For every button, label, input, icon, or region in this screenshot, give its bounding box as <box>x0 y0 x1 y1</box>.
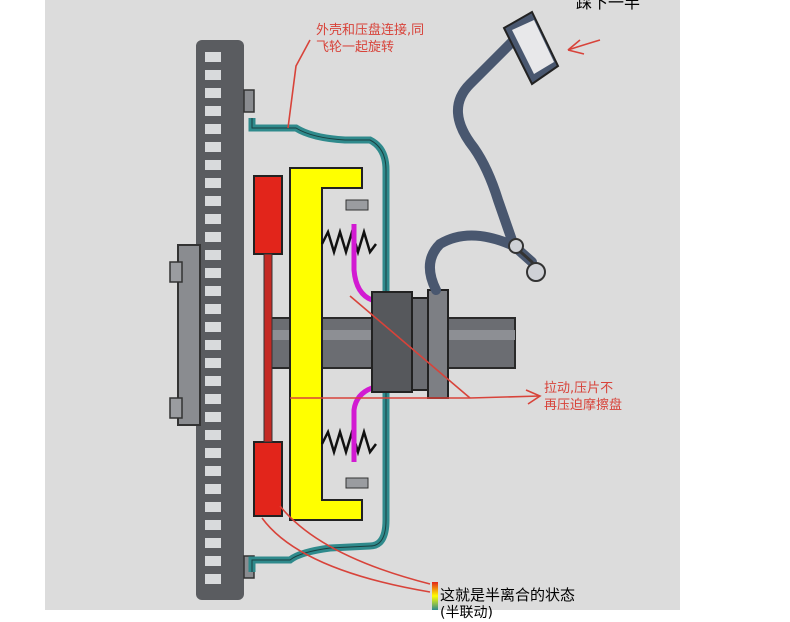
state-label: 这就是半离合的状态 <box>440 586 576 604</box>
flywheel <box>169 40 255 600</box>
flywheel-tooth <box>205 322 221 332</box>
flywheel-tooth <box>205 340 221 350</box>
flywheel-tooth <box>205 124 221 134</box>
flywheel-tooth <box>205 574 221 584</box>
annotation-lines <box>261 39 601 593</box>
bolt-top <box>243 89 255 113</box>
flywheel-tooth <box>205 430 221 440</box>
friction-pad-top <box>253 175 283 255</box>
friction-disc-web <box>263 253 273 443</box>
flywheel-tooth <box>205 502 221 512</box>
flywheel-tooth <box>205 394 221 404</box>
hub-bolt-top <box>169 261 183 283</box>
hub-bolt-bottom <box>169 397 183 419</box>
flywheel-tooth <box>205 250 221 260</box>
flywheel-tooth <box>205 466 221 476</box>
flywheel-tooth <box>205 520 221 530</box>
flywheel-hub <box>177 244 201 426</box>
flywheel-tooth <box>205 52 221 62</box>
pedal-label: 踩下一半 <box>576 0 641 12</box>
pull-label-line2: 再压迫摩擦盘 <box>544 398 623 413</box>
flywheel-tooth <box>205 142 221 152</box>
pull-label: 拉动,压片不 再压迫摩擦盘 <box>544 380 622 414</box>
state-label-cut: (半联动) <box>440 605 493 621</box>
shell-label-line1: 外壳和压盘连接,同 <box>316 23 425 38</box>
spring-bottom <box>320 427 377 457</box>
pedal-pad-face <box>512 20 554 74</box>
pedal-arm <box>452 33 521 251</box>
flywheel-tooth <box>205 412 221 422</box>
pin-top <box>345 199 369 211</box>
flywheel-tooth <box>205 358 221 368</box>
release-bearing <box>371 291 413 393</box>
flywheel-tooth <box>205 448 221 458</box>
shell-label: 外壳和压盘连接,同 飞轮一起旋转 <box>316 22 424 56</box>
pull-label-line1: 拉动,压片不 <box>544 381 614 396</box>
flywheel-tooth <box>205 304 221 314</box>
shell-label-line2: 飞轮一起旋转 <box>316 40 395 55</box>
friction-pad-bottom <box>253 441 283 517</box>
flywheel-tooth <box>205 88 221 98</box>
pin-bottom <box>345 477 369 489</box>
bearing-flange <box>427 289 449 399</box>
spring-top <box>320 227 377 257</box>
flywheel-tooth <box>205 538 221 548</box>
flywheel-tooth <box>205 232 221 242</box>
flywheel-tooth <box>205 106 221 116</box>
housing-outline <box>251 118 387 572</box>
flywheel-tooth <box>205 196 221 206</box>
flywheel-tooth <box>205 178 221 188</box>
state-marker <box>432 582 438 610</box>
flywheel-teeth <box>205 52 221 584</box>
pedal-pivot <box>508 238 524 254</box>
flywheel-tooth <box>205 376 221 386</box>
release-arm-top <box>351 224 374 303</box>
flywheel-tooth <box>205 286 221 296</box>
flywheel-tooth <box>205 556 221 566</box>
flywheel-tooth <box>205 70 221 80</box>
link-pivot <box>526 262 546 282</box>
flywheel-tooth <box>205 268 221 278</box>
flywheel-tooth <box>205 214 221 224</box>
flywheel-tooth <box>205 484 221 494</box>
release-fork <box>425 230 537 295</box>
flywheel-tooth <box>205 160 221 170</box>
pressure-plate <box>289 167 363 521</box>
